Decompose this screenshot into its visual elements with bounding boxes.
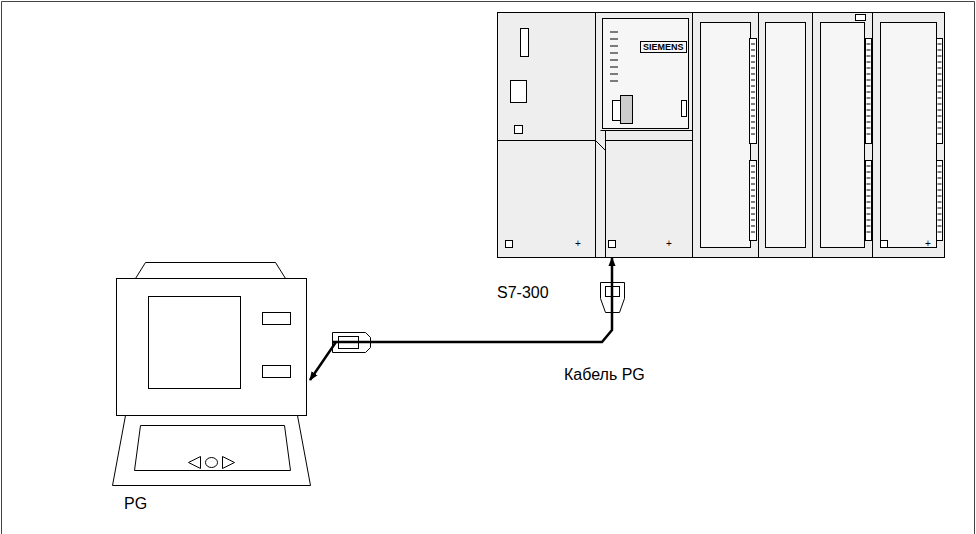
laptop-illustration <box>113 263 311 486</box>
plc-rack: S7-300 <box>497 12 944 258</box>
programming-device: PG <box>112 262 310 487</box>
svg-text:+: + <box>925 238 931 249</box>
plc-illustration: + + + <box>498 13 945 258</box>
device-label: S7-300 <box>497 284 549 302</box>
pg-cable <box>310 258 612 380</box>
svg-text:+: + <box>666 238 672 249</box>
cable-label: Кабель PG <box>562 366 647 384</box>
logo-text: SIEMENS <box>640 41 687 53</box>
svg-text:+: + <box>575 238 581 249</box>
device-label: PG <box>124 495 147 513</box>
